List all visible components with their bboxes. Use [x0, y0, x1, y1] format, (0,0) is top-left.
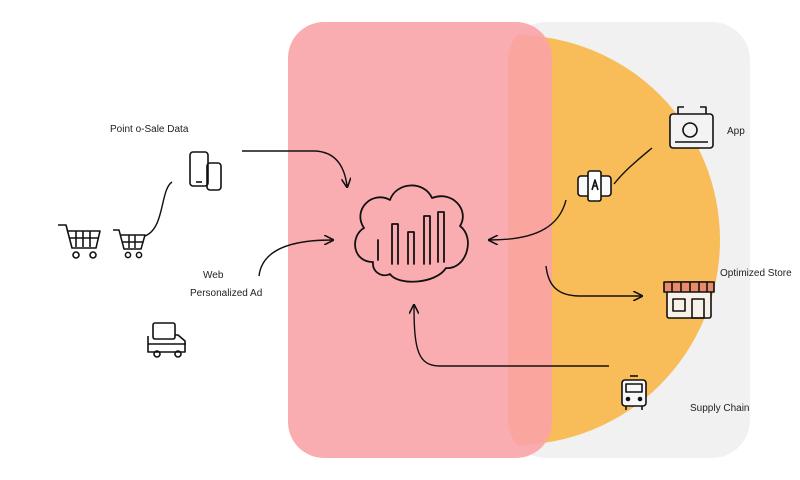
- arrow-web-to-cloud: [258, 240, 332, 277]
- storefront-icon: [663, 281, 715, 319]
- camera-box-icon: [669, 106, 714, 149]
- label-web: Web: [203, 270, 224, 281]
- cloud-bar-chart-icon: [354, 184, 469, 283]
- arrow-pos-to-cloud: [242, 150, 347, 186]
- arrow-supply-to-cloud: [414, 306, 609, 367]
- label-optimized-store: Optimized Store: [720, 268, 792, 279]
- pink-panel: [288, 22, 552, 458]
- label-personalized-ad: Personalized Ad: [190, 288, 263, 299]
- connector-phones-to-carts: [144, 181, 173, 237]
- bus-icon: [621, 375, 647, 410]
- smartphone-pair-icon: [189, 151, 222, 191]
- shopping-cart-icon: [58, 224, 101, 259]
- label-point-of-sale: Point o-Sale Data: [110, 124, 189, 135]
- delivery-truck-icon: [147, 322, 186, 358]
- label-app: App: [727, 126, 745, 137]
- connector-app-to-device: [613, 147, 653, 185]
- arrow-device-to-cloud: [490, 199, 567, 240]
- shopping-cart-small-icon: [113, 229, 146, 259]
- mobile-device-icon: [577, 170, 612, 202]
- arrow-to-store: [545, 265, 641, 296]
- label-supply-chain: Supply Chain: [690, 403, 750, 414]
